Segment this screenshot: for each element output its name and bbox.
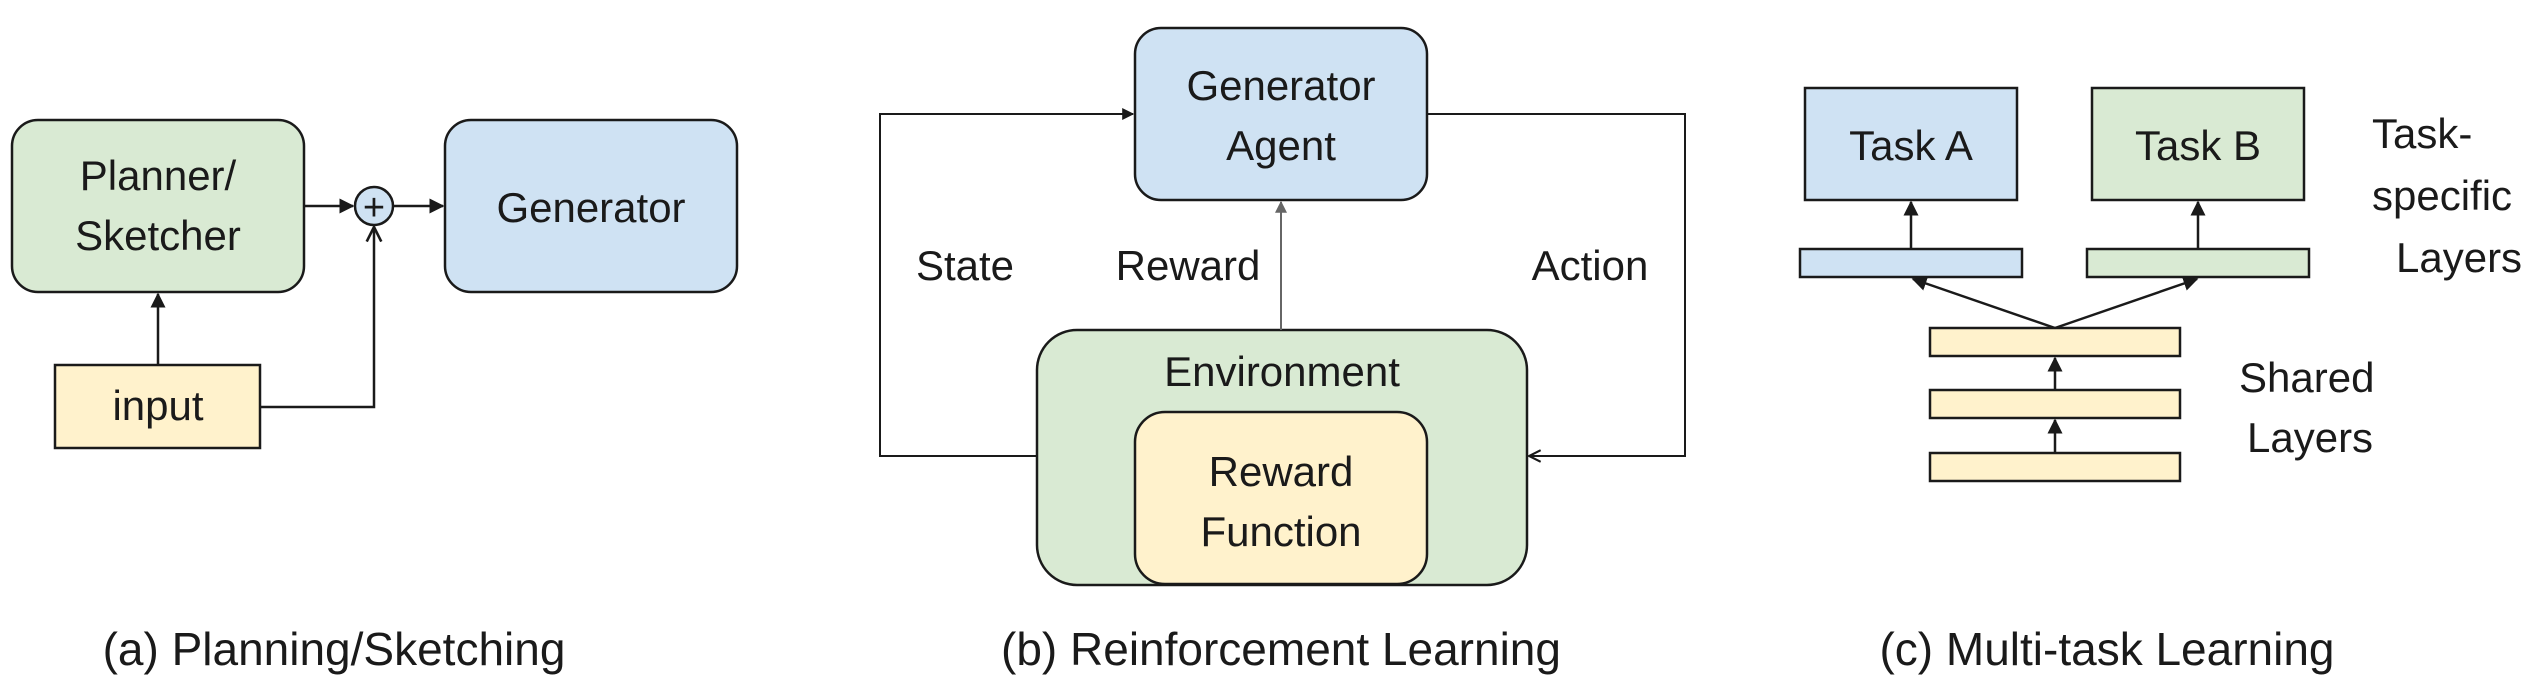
shared-layer-middle bbox=[1928, 388, 2182, 420]
shared-layer-bottom bbox=[1928, 451, 2182, 483]
arrow-action bbox=[1427, 113, 1686, 456]
arrow-shared-to-task-a-layer bbox=[1911, 276, 2056, 330]
generator-label: Generator bbox=[496, 184, 685, 231]
planner-label-line1: Planner/ bbox=[80, 152, 237, 199]
agent-label-line1: Generator bbox=[1186, 62, 1375, 109]
task-specific-line1: Task- bbox=[2372, 110, 2472, 157]
shared-line1: Shared bbox=[2239, 354, 2374, 401]
generator-box bbox=[443, 118, 739, 294]
reward-function-box bbox=[1133, 410, 1429, 586]
shared-layer-top bbox=[1928, 326, 2182, 358]
planner-sketcher-box bbox=[10, 118, 306, 294]
action-label: Action bbox=[1532, 242, 1649, 289]
planner-label-line2: Sketcher bbox=[75, 212, 241, 259]
reward-function-line2: Function bbox=[1200, 508, 1361, 555]
task-specific-line3: Layers bbox=[2396, 234, 2522, 281]
reward-function-line1: Reward bbox=[1209, 448, 1354, 495]
task-a-box bbox=[1803, 86, 2019, 202]
input-label: input bbox=[112, 382, 203, 429]
plus-symbol: + bbox=[363, 187, 385, 229]
agent-label-line2: Agent bbox=[1226, 122, 1336, 169]
caption-c: (c) Multi-task Learning bbox=[1879, 623, 2334, 675]
input-box bbox=[53, 363, 262, 450]
panel-c: Task A Task B Task- specific Layers Shar… bbox=[1798, 86, 2522, 675]
task-specific-line2: specific bbox=[2372, 172, 2512, 219]
arrow-input-to-sum bbox=[260, 227, 374, 409]
task-b-box bbox=[2090, 86, 2306, 202]
reward-label: Reward bbox=[1116, 242, 1261, 289]
task-a-label: Task A bbox=[1849, 122, 1973, 169]
panel-a: Planner/ Sketcher Generator input + (a) … bbox=[10, 118, 739, 675]
arrow-state bbox=[879, 108, 1135, 457]
state-label: State bbox=[916, 242, 1014, 289]
arrow-shared-to-task-b-layer bbox=[2054, 276, 2199, 330]
panel-b: Generator Agent Environment Reward Funct… bbox=[879, 26, 1686, 675]
generator-agent-box bbox=[1133, 26, 1429, 202]
environment-label: Environment bbox=[1164, 348, 1400, 395]
caption-a: (a) Planning/Sketching bbox=[103, 623, 566, 675]
task-b-specific-layer bbox=[2085, 247, 2311, 279]
shared-line2: Layers bbox=[2247, 414, 2373, 461]
task-a-specific-layer bbox=[1798, 247, 2024, 279]
task-b-label: Task B bbox=[2135, 122, 2261, 169]
caption-b: (b) Reinforcement Learning bbox=[1001, 623, 1561, 675]
